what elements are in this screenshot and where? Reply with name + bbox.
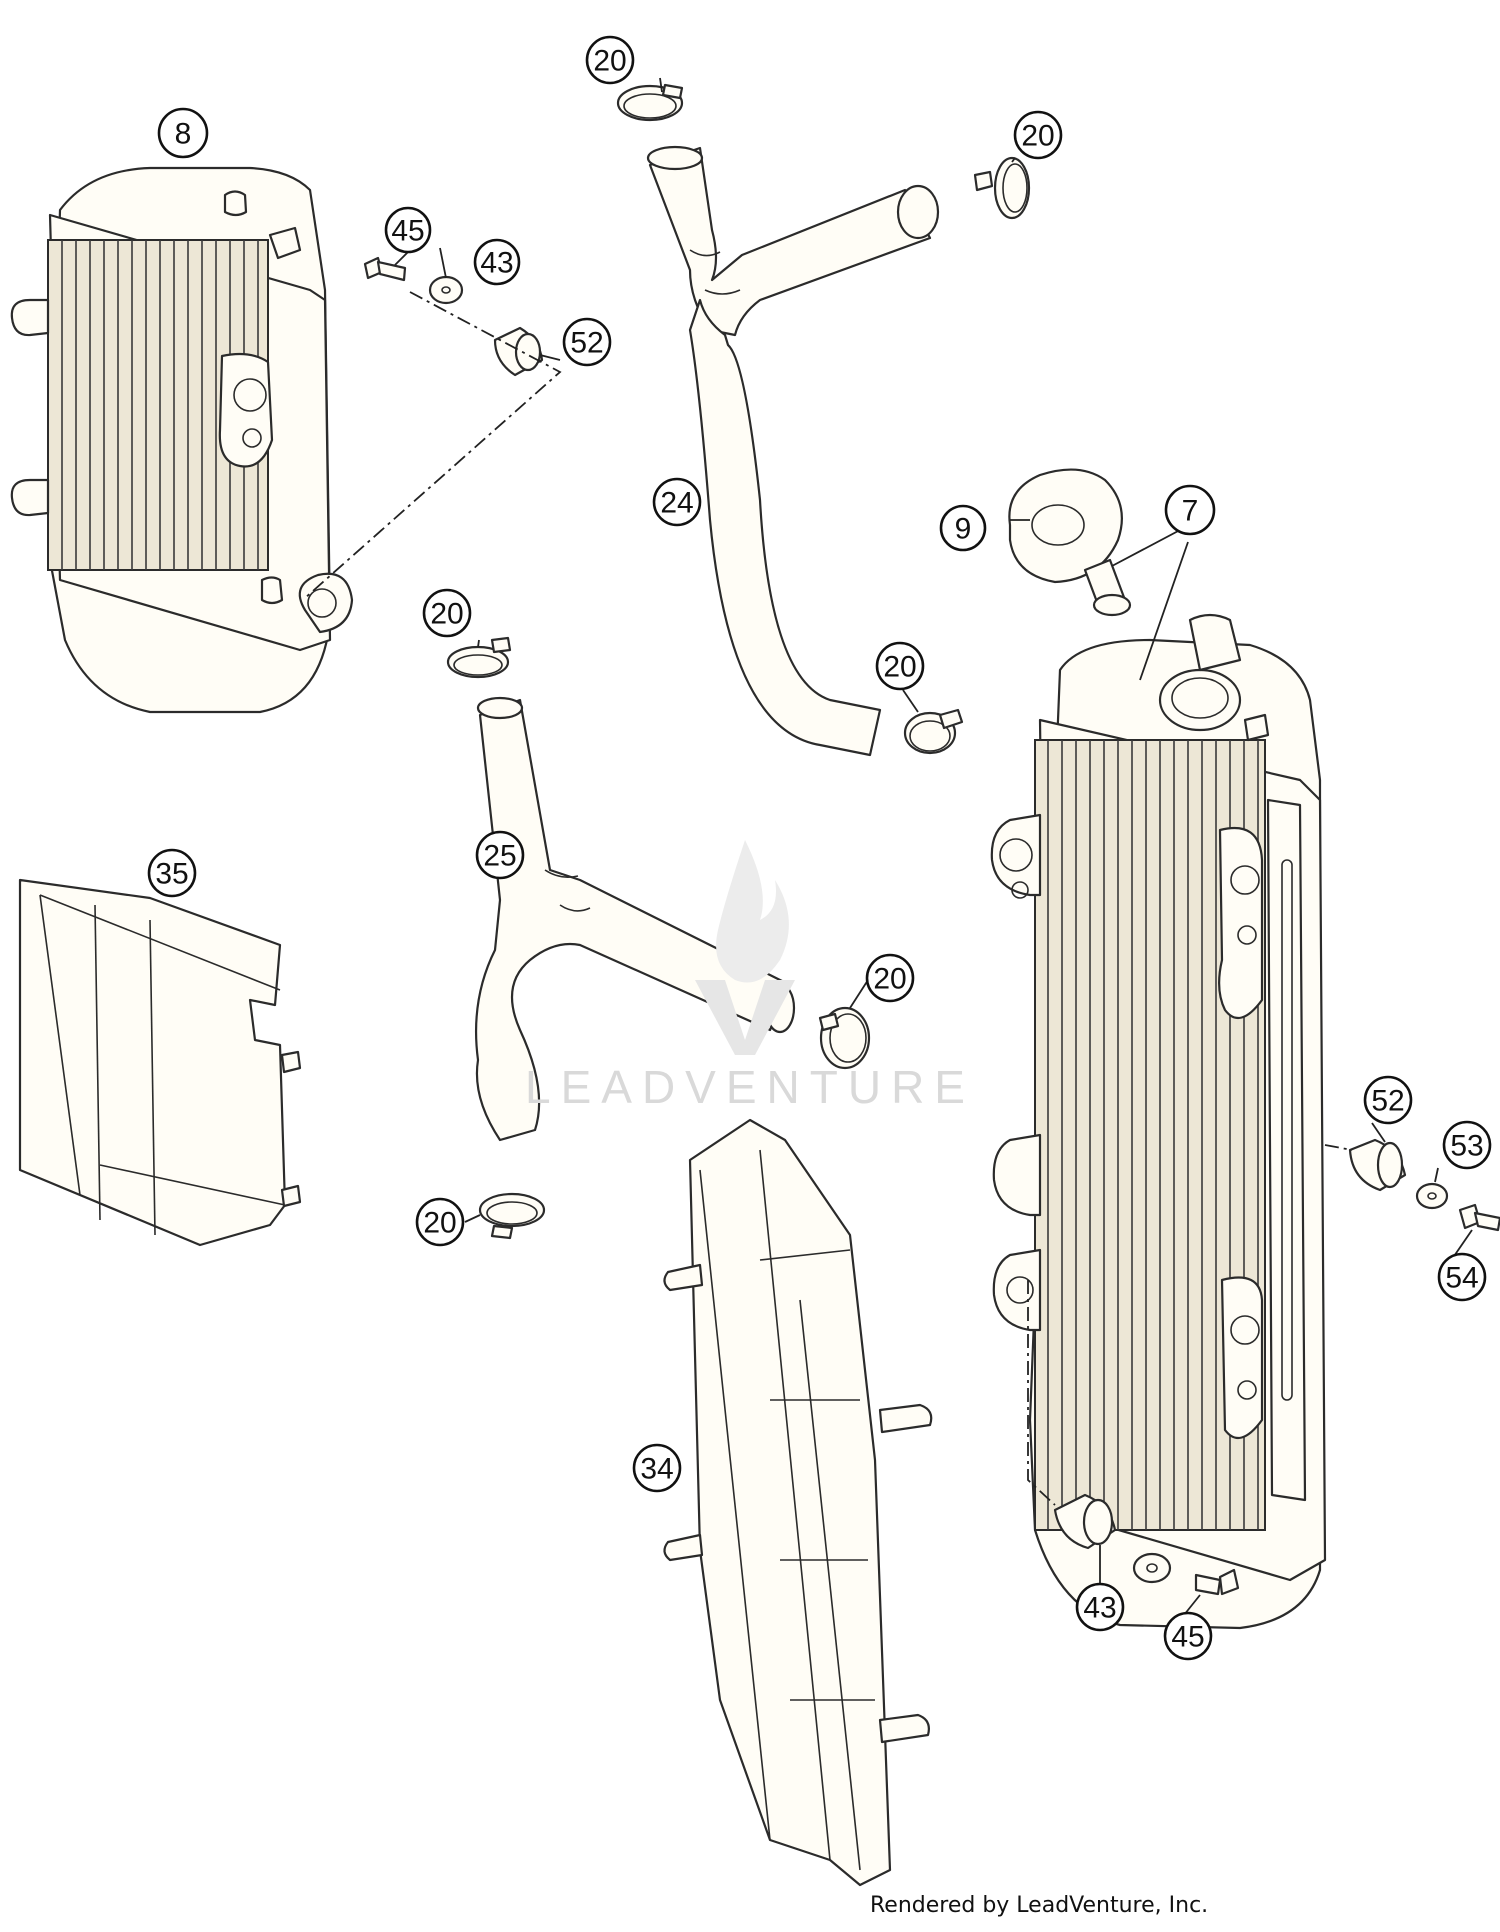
callout-8: 8 bbox=[157, 107, 209, 159]
right-radiator bbox=[990, 613, 1327, 1630]
left-grommet bbox=[493, 326, 544, 377]
callout-label: 35 bbox=[155, 858, 188, 891]
callout-20: 20 bbox=[1013, 110, 1063, 160]
callout-20: 20 bbox=[415, 1197, 465, 1247]
callout-52: 52 bbox=[562, 317, 612, 367]
callout-25: 25 bbox=[475, 830, 525, 880]
callout-34: 34 bbox=[632, 1443, 682, 1493]
right-grommet-lower bbox=[1053, 1493, 1117, 1550]
callout-label: 7 bbox=[1182, 495, 1199, 528]
radiator-cap bbox=[1008, 468, 1132, 617]
callout-label: 43 bbox=[1083, 1592, 1116, 1625]
upper-hose bbox=[646, 145, 940, 757]
right-bolt-lower bbox=[1194, 1568, 1240, 1596]
render-credit: Rendered by LeadVenture, Inc. bbox=[870, 1893, 1209, 1918]
callout-52: 52 bbox=[1363, 1075, 1413, 1125]
callout-35: 35 bbox=[147, 848, 197, 898]
right-radiator-guard bbox=[663, 1118, 933, 1887]
hose-clamp bbox=[478, 1192, 546, 1240]
left-bolt bbox=[363, 256, 407, 282]
callout-45: 45 bbox=[1163, 1611, 1213, 1661]
watermark-text: LEADVENTURE bbox=[525, 1061, 975, 1113]
hose-clamp bbox=[616, 83, 684, 122]
callout-20: 20 bbox=[422, 588, 472, 638]
callout-label: 20 bbox=[873, 963, 906, 996]
callout-label: 54 bbox=[1445, 1262, 1478, 1295]
callout-label: 25 bbox=[483, 840, 516, 873]
callout-54: 54 bbox=[1437, 1252, 1487, 1302]
watermark-flame-icon bbox=[695, 840, 795, 1055]
callout-24: 24 bbox=[652, 477, 702, 527]
callout-label: 45 bbox=[1171, 1621, 1204, 1654]
callout-label: 20 bbox=[593, 45, 626, 78]
callout-label: 9 bbox=[955, 513, 972, 546]
callout-label: 53 bbox=[1450, 1130, 1483, 1163]
hose-clamp bbox=[973, 156, 1031, 220]
right-washer-lower bbox=[1132, 1552, 1172, 1584]
left-washer bbox=[428, 275, 464, 305]
callout-label: 34 bbox=[640, 1453, 673, 1486]
callout-label: 20 bbox=[430, 598, 463, 631]
right-bolt-upper bbox=[1458, 1203, 1500, 1232]
left-radiator-guard bbox=[18, 878, 302, 1247]
callout-label: 20 bbox=[1021, 120, 1054, 153]
hose-clamp bbox=[903, 708, 964, 755]
callout-label: 43 bbox=[480, 247, 513, 280]
callout-label: 52 bbox=[570, 327, 603, 360]
callout-43: 43 bbox=[1075, 1582, 1125, 1632]
callout-label: 52 bbox=[1371, 1085, 1404, 1118]
right-washer-upper bbox=[1415, 1182, 1449, 1210]
callout-45: 45 bbox=[384, 206, 432, 254]
callout-label: 45 bbox=[391, 215, 424, 248]
callout-53: 53 bbox=[1442, 1120, 1492, 1170]
callout-label: 20 bbox=[883, 651, 916, 684]
callout-label: 8 bbox=[175, 118, 192, 151]
callout-20: 20 bbox=[865, 953, 915, 1003]
callout-9: 9 bbox=[939, 504, 987, 552]
leader-lines bbox=[304, 77, 1473, 1621]
callout-7: 7 bbox=[1164, 484, 1216, 536]
hose-clamp bbox=[446, 636, 512, 679]
callout-label: 20 bbox=[423, 1207, 456, 1240]
callout-20: 20 bbox=[585, 35, 635, 85]
callout-20: 20 bbox=[875, 641, 925, 691]
left-radiator bbox=[10, 166, 354, 714]
right-grommet-upper bbox=[1348, 1138, 1407, 1192]
callout-43: 43 bbox=[473, 238, 521, 286]
hose-clamp bbox=[818, 1006, 871, 1070]
callout-label: 24 bbox=[660, 487, 693, 520]
